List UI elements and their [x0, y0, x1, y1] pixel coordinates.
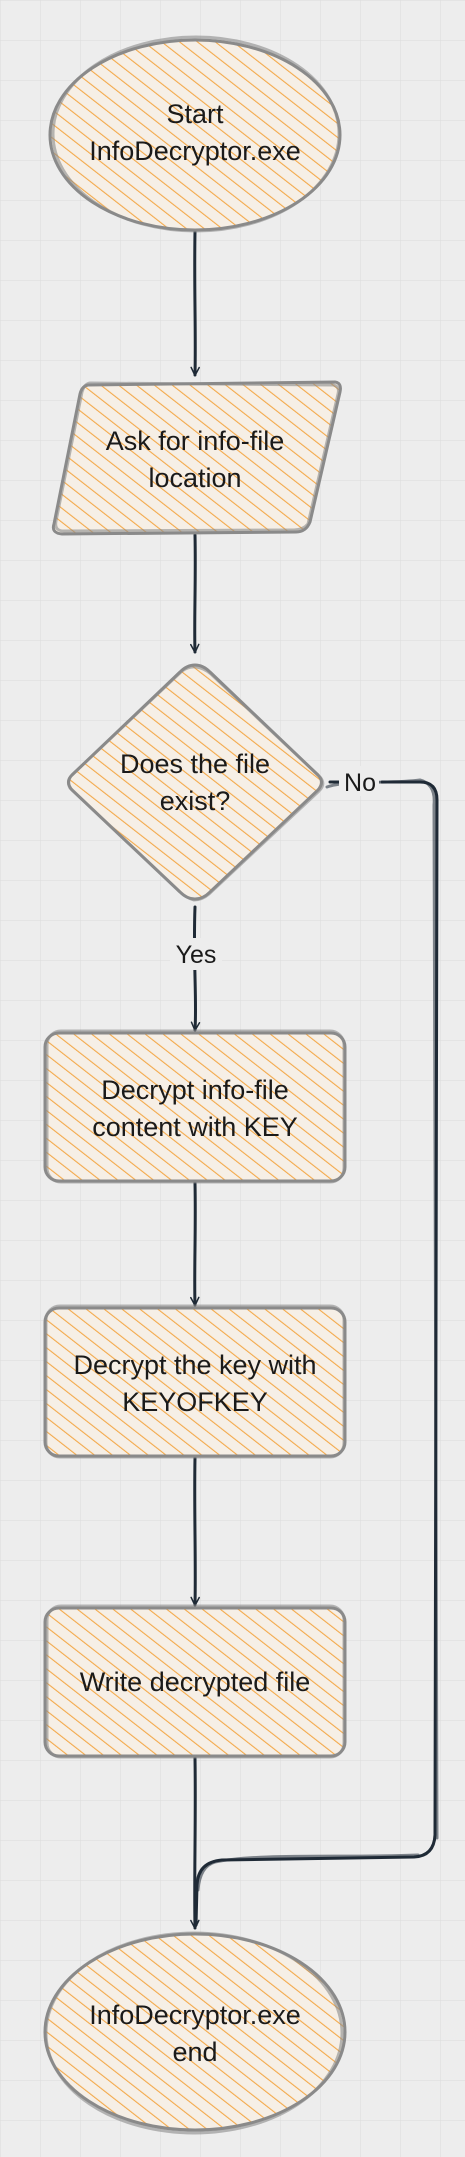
node-ask[interactable]: Ask for info-file location: [51, 380, 342, 536]
node-end-line-1: InfoDecryptor.exe: [89, 2000, 301, 2030]
edge-write-to-end[interactable]: [190, 1756, 200, 1930]
node-decrypt-key[interactable]: Decrypt the key with KEYOFKEY: [43, 1304, 347, 1459]
node-exists-line-1: Does the file: [120, 749, 270, 779]
node-decrypt-content[interactable]: Decrypt info-file content with KEY: [43, 1029, 347, 1184]
node-end[interactable]: InfoDecryptor.exe end: [43, 1931, 347, 2135]
node-decrypt-key-line-1: Decrypt the key with: [73, 1350, 316, 1380]
node-start-line-2: InfoDecryptor.exe: [89, 136, 301, 166]
edge-exists-to-decrypt-content[interactable]: [190, 905, 201, 1032]
edge-decrypt-key-to-write[interactable]: [190, 1456, 200, 1607]
node-end-line-2: end: [172, 2037, 217, 2067]
node-write-line-1: Write decrypted file: [80, 1667, 311, 1697]
edge-decrypt-content-to-decrypt-key[interactable]: [190, 1181, 200, 1307]
node-start-shape: [50, 40, 340, 230]
edge-start-to-ask[interactable]: [190, 230, 200, 377]
node-start-line-1: Start: [166, 99, 224, 129]
node-write[interactable]: Write decrypted file: [43, 1604, 347, 1759]
node-write-shape: [45, 1608, 345, 1756]
edge-label-no: No: [344, 769, 376, 797]
node-ask-line-2: location: [148, 463, 241, 493]
node-exists-line-2: exist?: [160, 786, 231, 816]
edge-label-yes-bg: [170, 938, 222, 970]
edge-labels: No Yes: [170, 766, 379, 970]
node-end-shape: [45, 1934, 345, 2130]
node-start[interactable]: Start InfoDecryptor.exe: [48, 35, 342, 233]
edge-label-yes: Yes: [176, 941, 217, 969]
edge-ask-to-exists[interactable]: [190, 533, 200, 654]
edge-label-no-bg: [339, 766, 379, 796]
node-exists[interactable]: Does the file exist?: [67, 663, 325, 902]
node-ask-line-1: Ask for info-file: [106, 426, 285, 456]
node-decrypt-key-shape: [45, 1308, 345, 1456]
node-decrypt-content-line-2: content with KEY: [92, 1112, 298, 1142]
node-ask-shape: [53, 382, 341, 534]
node-decrypt-key-line-2: KEYOFKEY: [122, 1387, 268, 1417]
node-decrypt-content-line-1: Decrypt info-file: [101, 1075, 289, 1105]
node-decrypt-content-shape: [45, 1033, 345, 1181]
node-exists-shape: [68, 665, 322, 899]
